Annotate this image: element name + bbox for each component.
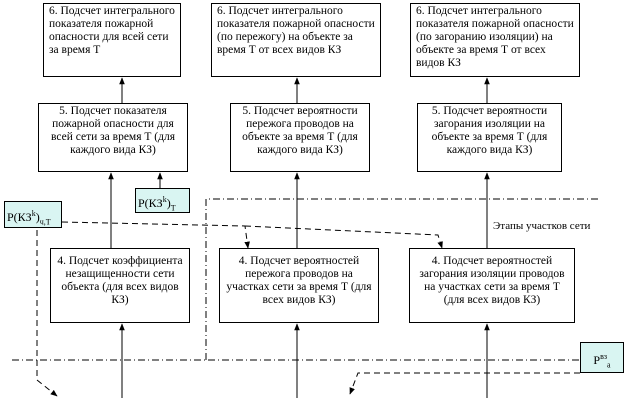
prob-box-kz-t-sup: k — [162, 195, 167, 204]
prob-box-kz-ch-t-base: Р(КЗ — [7, 210, 32, 224]
prob-box-kz-ch-t-tail: ) — [35, 210, 40, 224]
prob-box-vz-sup: вз — [600, 352, 608, 361]
box-5b-text: 5. Подсчет вероятности пережога проводов… — [242, 105, 358, 156]
dashed-flow-to-4b — [61, 221, 250, 249]
box-6b-text: 6. Подсчет интегрального показателя пожа… — [217, 5, 375, 56]
prob-box-vz-sub: а — [607, 360, 611, 370]
box-4c-text: 4. Подсчет вероятностей загорания изоляц… — [419, 255, 565, 306]
prob-box-kz-t-tail: ) — [166, 196, 171, 210]
prob-box-kz-t: Р(КЗk)Т — [135, 188, 190, 213]
box-5c: 5. Подсчет вероятности загорания изоляци… — [417, 103, 562, 172]
stage-boundary-top — [205, 198, 600, 360]
box-5a-text: 5. Подсчет показателя пожарной опасности… — [50, 105, 175, 156]
box-6b: 6. Подсчет интегрального показателя пожа… — [211, 3, 381, 77]
box-4a-text: 4. Подсчет коэффициента незащищенности с… — [57, 255, 183, 306]
box-6c-text: 6. Подсчет интегрального показателя пожа… — [416, 5, 574, 69]
box-5b: 5. Подсчет вероятности пережога проводов… — [230, 103, 370, 172]
prob-box-kz-t-sub: Т — [170, 203, 176, 213]
box-6a: 6. Подсчет интегрального показателя пожа… — [43, 3, 181, 77]
prob-box-vz: Рвза — [580, 342, 624, 373]
box-6a-text: 6. Подсчет интегрального показателя пожа… — [49, 5, 175, 56]
box-6c: 6. Подсчет интегрального показателя пожа… — [410, 3, 580, 77]
box-5c-text: 5. Подсчет вероятности загорания изоляци… — [431, 105, 548, 156]
dashed-flow-to-4c — [244, 225, 443, 249]
prob-box-kz-ch-t: Р(КЗk)ч,Т — [4, 201, 62, 228]
box-4c: 4. Подсчет вероятностей загорания изоляц… — [409, 248, 575, 323]
box-5a: 5. Подсчет показателя пожарной опасности… — [38, 103, 188, 172]
stage-label: Этапы участков сети — [493, 220, 591, 232]
box-4b: 4. Подсчет вероятностей пережога проводо… — [219, 248, 379, 323]
prob-box-vz-base: Р — [593, 353, 601, 367]
prob-box-kz-t-base: Р(КЗ — [138, 196, 163, 210]
dashed-flow-down — [36, 230, 58, 397]
box-4b-text: 4. Подсчет вероятностей пережога проводо… — [226, 255, 372, 306]
prob-box-kz-ch-t-sub: ч,Т — [39, 217, 51, 227]
dashed-flow-pbox3 — [349, 372, 580, 395]
box-4a: 4. Подсчет коэффициента незащищенности с… — [50, 248, 190, 323]
prob-box-kz-ch-t-sup: k — [31, 209, 36, 218]
